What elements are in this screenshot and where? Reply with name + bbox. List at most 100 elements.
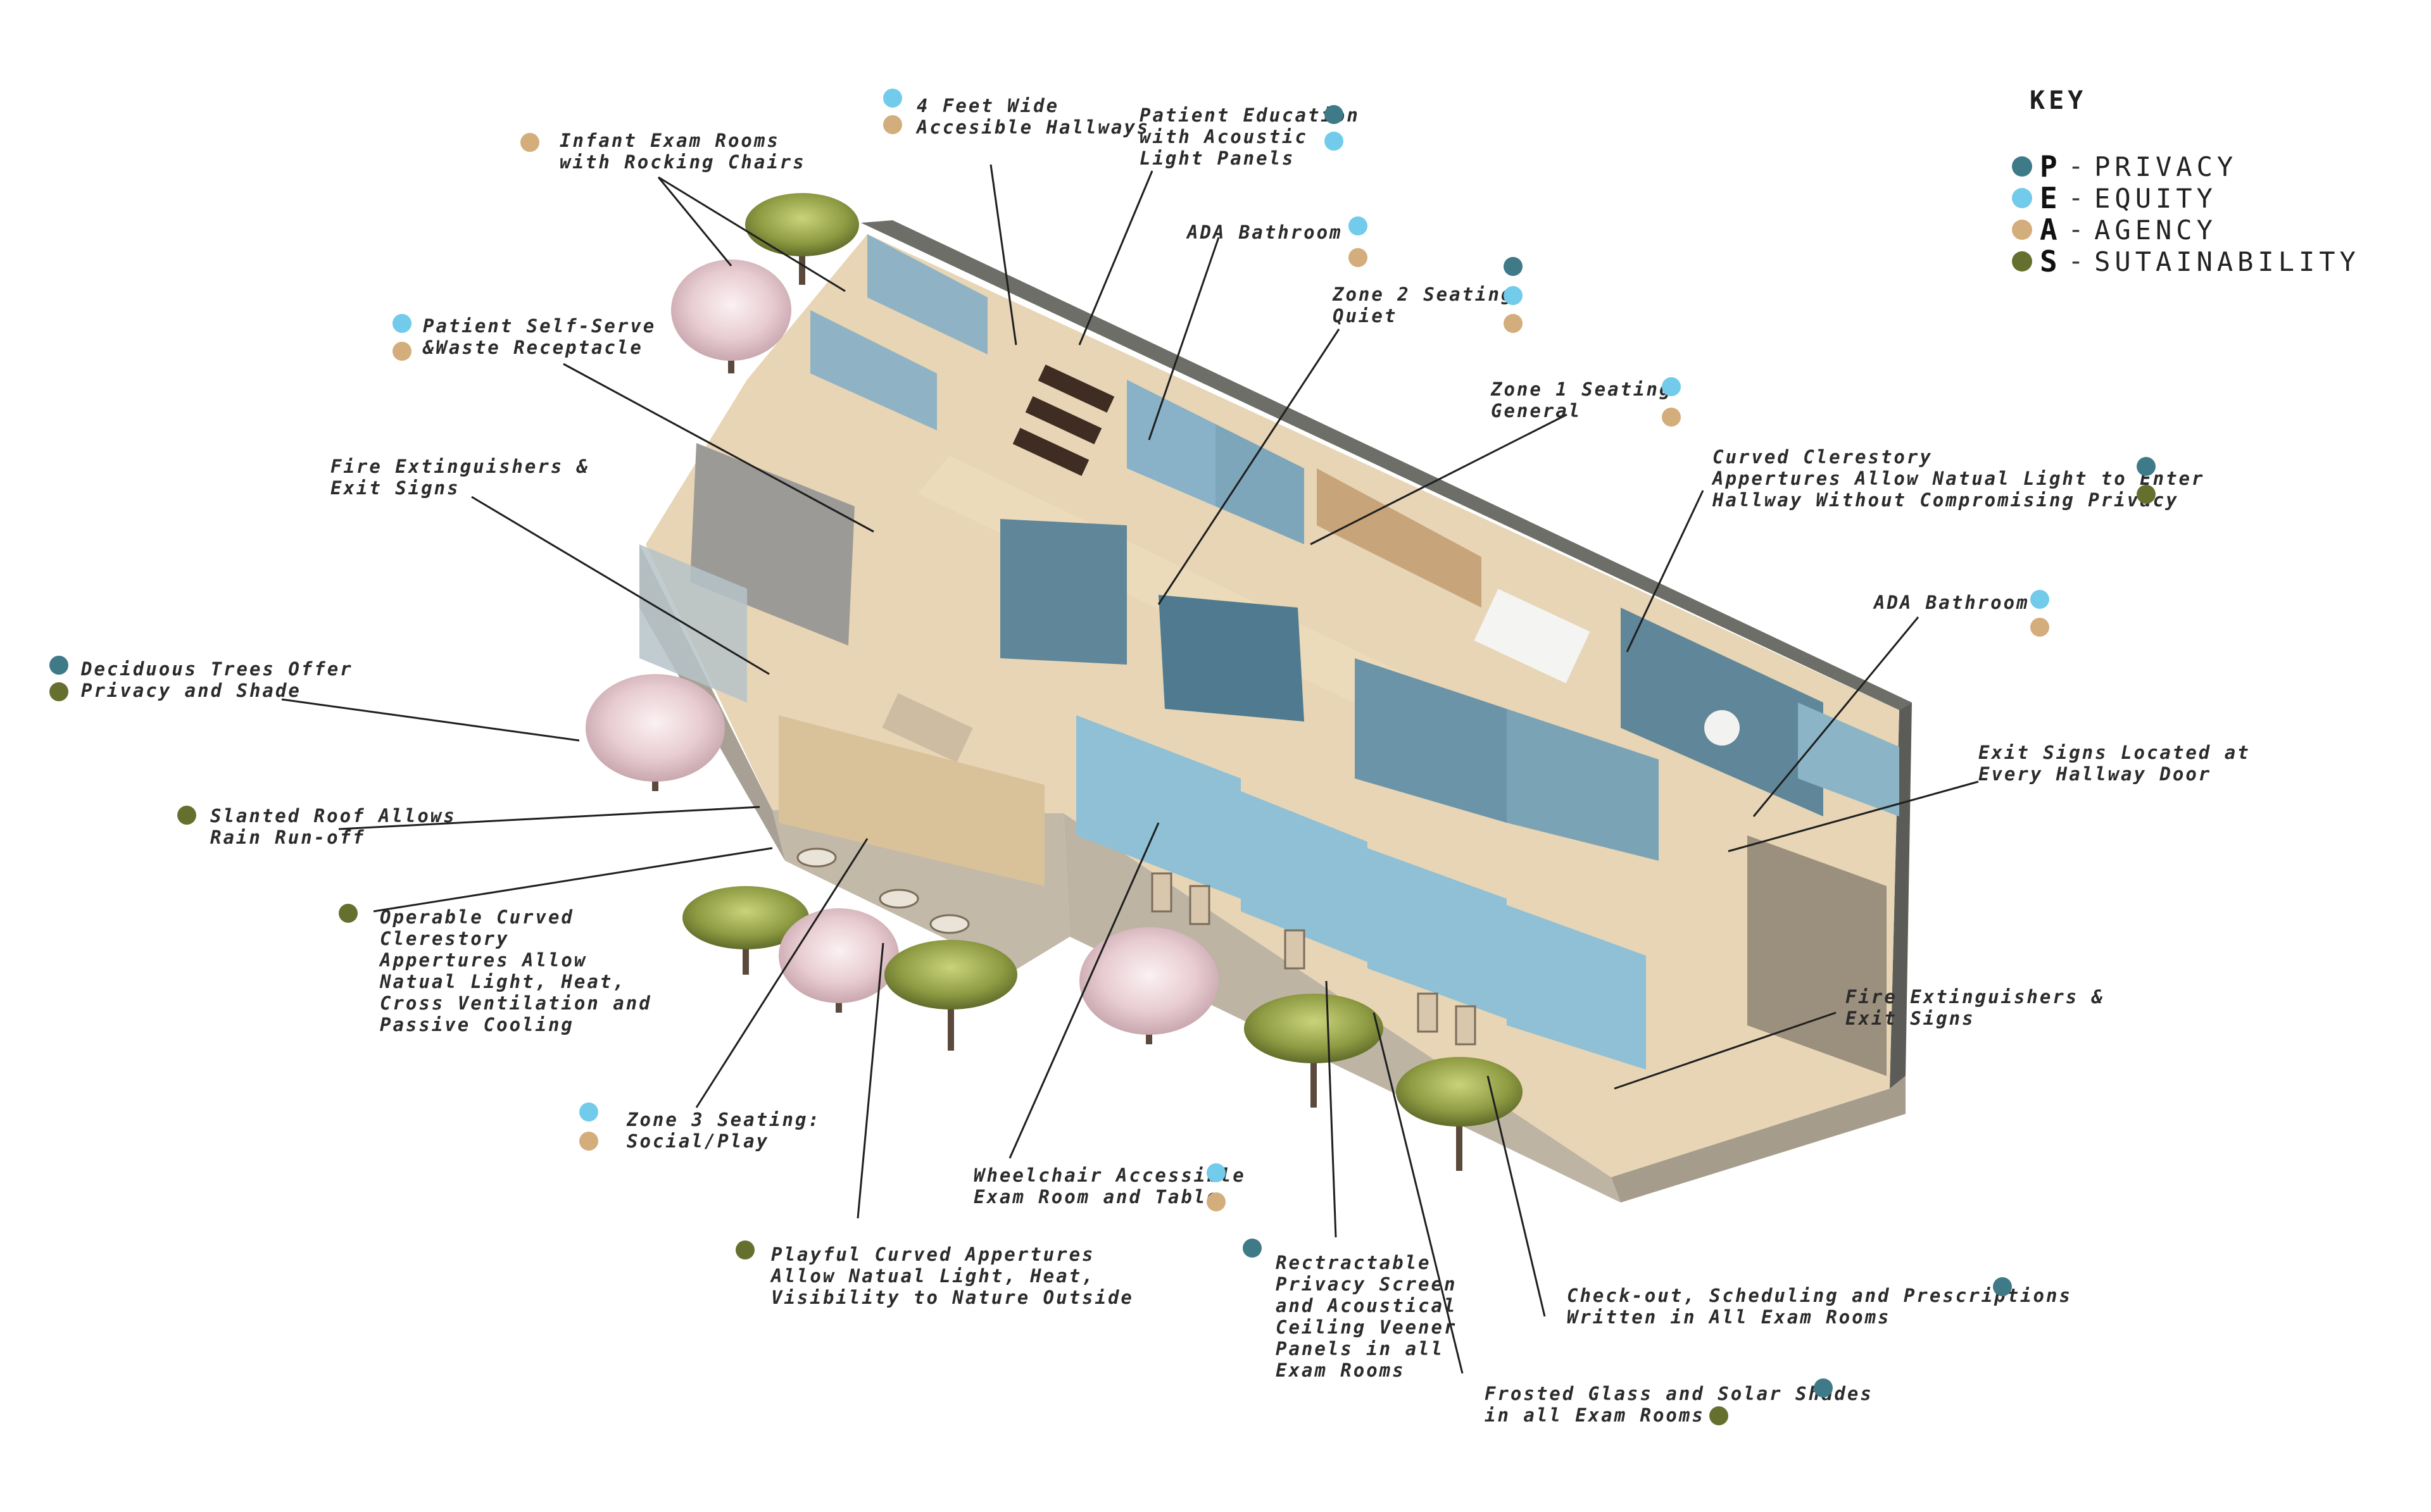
- label-line: with Acoustic: [1140, 126, 1308, 147]
- ada-bathroom-top-room: [1127, 380, 1216, 506]
- key-title: KEY: [2030, 86, 2087, 115]
- label-ada-bathroom-top: ADA Bathroom: [1187, 222, 1343, 243]
- label-line: ADA Bathroom: [1874, 592, 2030, 613]
- privacy-dot: [1243, 1239, 1262, 1258]
- label-slanted-roof: Slanted Roof Allows Rain Run-off: [210, 805, 456, 848]
- label-line: Passive Cooling: [380, 1014, 574, 1035]
- privacy-dot: [49, 656, 68, 675]
- label-line: Frosted Glass and Solar Shades: [1485, 1383, 1873, 1404]
- label-line: Hallway Without Compromising Privacy: [1712, 489, 2179, 511]
- agency-dot: [2012, 220, 2032, 240]
- equity-dot: [1324, 132, 1343, 151]
- label-wheelchair-exam-room: Wheelchair Accessible Exam Room and Tabl…: [974, 1165, 1246, 1208]
- label-operable-clerestory: Operable Curved Clerestory Appertures Al…: [380, 906, 652, 1035]
- label-line: General: [1491, 400, 1582, 422]
- sustainability-dot: [177, 806, 196, 825]
- sustainability-dot: [2137, 485, 2156, 504]
- label-line: Quiet: [1333, 305, 1398, 327]
- label-line: Allow Natual Light, Heat,: [771, 1265, 1095, 1287]
- outer-wall-right: [1890, 703, 1912, 1089]
- label-zone-1-seating: Zone 1 Seating General: [1491, 378, 1672, 422]
- trees: [586, 193, 1523, 1171]
- stairwell: [1747, 835, 1887, 1076]
- label-exit-signs-hallway: Exit Signs Located at Every Hallway Door: [1978, 742, 2251, 785]
- label-line: Appertures Allow Natual Light to Enter: [1712, 468, 2205, 489]
- label-line: Light Panels: [1140, 147, 1295, 169]
- key-dash: -: [2071, 184, 2081, 213]
- equity-dot: [393, 314, 411, 333]
- privacy-dot: [1324, 105, 1343, 124]
- label-line: 4 Feet Wide: [917, 95, 1060, 116]
- sofa: [882, 693, 973, 763]
- label-playful-appertures: Playful Curved Appertures Allow Natual L…: [771, 1244, 1134, 1308]
- label-line: Appertures Allow: [380, 949, 587, 971]
- label-accessible-hallways: 4 Feet Wide Accesible Hallways: [917, 95, 1150, 138]
- label-line: Exam Rooms: [1276, 1359, 1405, 1381]
- key-letter: E: [2040, 181, 2057, 215]
- label-privacy-screen: Rectractable Privacy Screen and Acoustic…: [1276, 1252, 1457, 1381]
- label-line: &Waste Receptacle: [423, 337, 643, 358]
- ada-bathroom-top-room-side: [1216, 424, 1304, 544]
- equity-dot: [883, 89, 902, 108]
- agency-dot: [520, 133, 539, 152]
- facade-windows: [796, 847, 1476, 1046]
- infant-room-1: [867, 234, 988, 354]
- sustainability-dot: [1709, 1406, 1728, 1425]
- bench-3: [1012, 427, 1090, 477]
- label-curved-clerestory: Curved Clerestory Appertures Allow Natua…: [1712, 446, 2204, 511]
- agency-dot: [393, 342, 411, 361]
- tree-green-3: [884, 940, 1017, 1051]
- label-line: Clerestory: [380, 928, 510, 949]
- sustainability-dot: [339, 904, 358, 923]
- privacy-dot: [2137, 457, 2156, 476]
- curved-seating-block: [1000, 519, 1127, 665]
- key-row-equity: E - EQUITY: [2012, 181, 2217, 215]
- label-line: Exit Signs Located at: [1978, 742, 2251, 763]
- glass-vestibule: [639, 544, 747, 703]
- label-frosted-glass: Frosted Glass and Solar Shades in all Ex…: [1485, 1383, 1873, 1426]
- infant-room-2: [810, 310, 937, 430]
- label-line: Operable Curved: [380, 906, 574, 928]
- label-line: Privacy and Shade: [81, 680, 301, 701]
- sustainability-dot: [49, 682, 68, 701]
- key-word: AGENCY: [2094, 214, 2217, 246]
- key-word: EQUITY: [2094, 182, 2217, 214]
- agency-dot: [1348, 248, 1367, 267]
- leader-lines: [281, 164, 1979, 1374]
- label-line: Infant Exam Rooms: [560, 130, 780, 151]
- exam-row-3: [1367, 848, 1507, 1019]
- privacy-dot: [2012, 156, 2032, 177]
- equity-dot: [1207, 1163, 1226, 1182]
- agency-dot: [1662, 408, 1681, 427]
- label-patient-education: Patient Education with Acoustic Light Pa…: [1140, 104, 1360, 169]
- label-line: Exit Signs: [1845, 1008, 1975, 1029]
- label-line: Privacy Screen: [1276, 1273, 1457, 1295]
- label-line: Ceiling Veener: [1276, 1316, 1457, 1338]
- label-infant-exam-rooms: Infant Exam Rooms with Rocking Chairs: [560, 130, 806, 173]
- agency-dot: [883, 115, 902, 134]
- key-word: SUTAINABILITY: [2094, 246, 2360, 277]
- interior-walls: [639, 234, 1899, 1076]
- label-line: Curved Clerestory: [1712, 446, 1933, 468]
- label-line: Rectractable: [1276, 1252, 1431, 1273]
- exam-room-center-1: [1355, 658, 1507, 823]
- privacy-dot: [1993, 1277, 2012, 1296]
- label-line: Deciduous Trees Offer: [81, 658, 353, 680]
- label-line: Panels in all: [1276, 1338, 1444, 1359]
- label-line: Playful Curved Appertures: [771, 1244, 1095, 1265]
- facade-right-lower: [1611, 1076, 1906, 1203]
- privacy-dot: [1504, 257, 1523, 276]
- label-line: Patient Self-Serve: [423, 315, 656, 337]
- label-line: in all Exam Rooms: [1485, 1404, 1705, 1426]
- label-line: ADA Bathroom: [1187, 222, 1343, 243]
- label-line: Zone 1 Seating: [1491, 378, 1673, 400]
- key-row-agency: A - AGENCY: [2012, 213, 2217, 247]
- exam-row-1: [1076, 715, 1241, 899]
- bench-2: [1025, 396, 1102, 445]
- label-line: Zone 3 Seating:: [627, 1109, 821, 1130]
- tree-green-4: [1244, 994, 1383, 1108]
- label-line: Zone 2 Seating:: [1333, 284, 1527, 305]
- key-letter: P: [2040, 149, 2057, 184]
- outer-wall-top: [861, 220, 1912, 710]
